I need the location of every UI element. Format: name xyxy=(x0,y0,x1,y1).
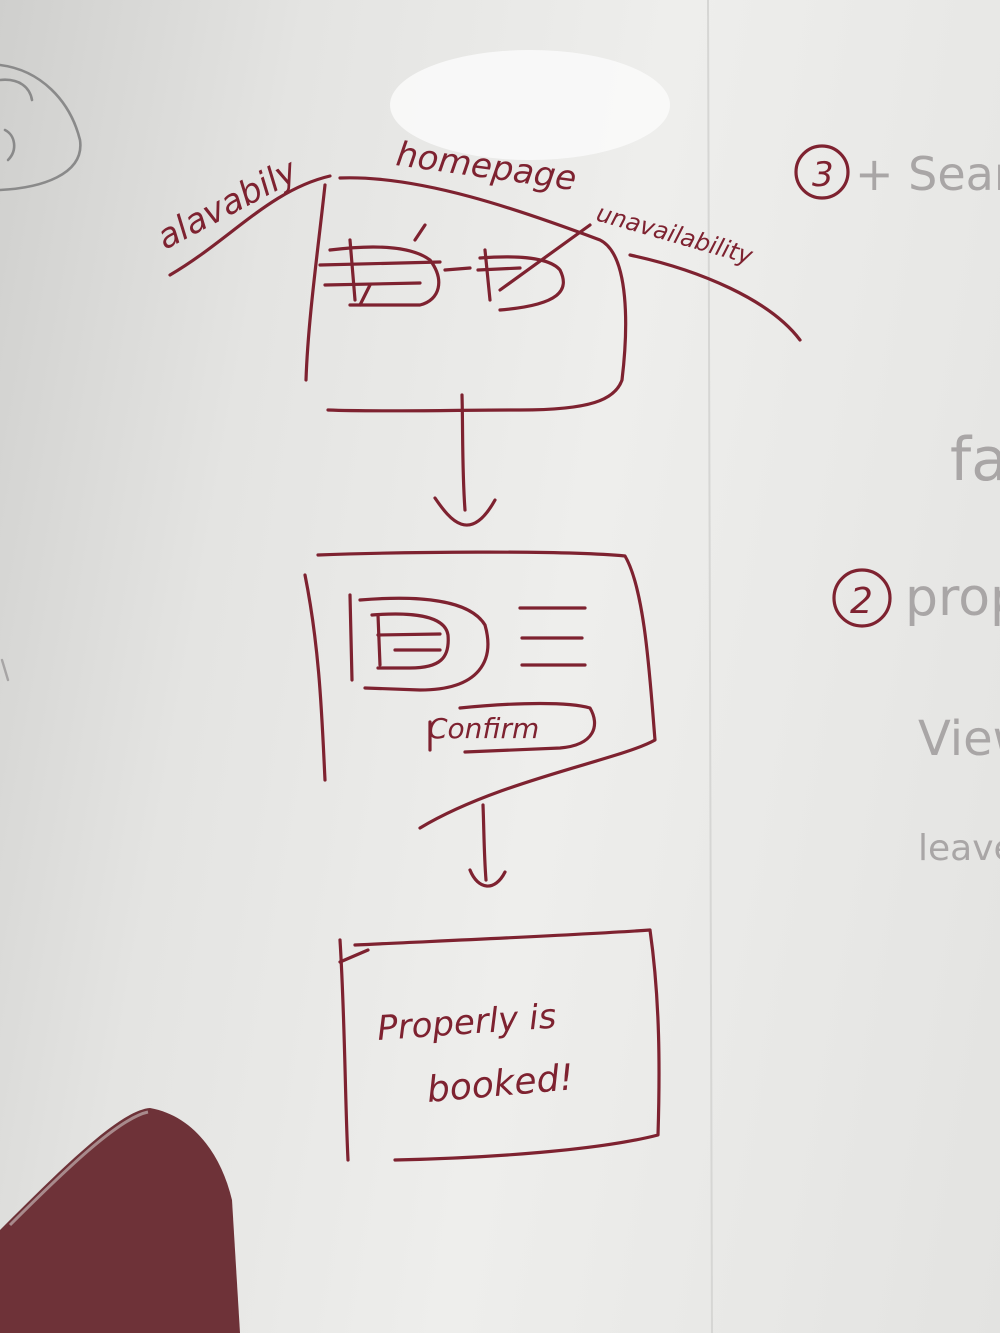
note-2-number: 2 xyxy=(850,581,873,622)
side-notes: 3 + Sear fa 2 prop View leave xyxy=(794,144,1000,869)
note-2-text: prop xyxy=(905,568,1000,628)
note-fa: fa xyxy=(950,425,1000,495)
note-3-number: 3 xyxy=(812,155,834,195)
arrow-details-to-booked xyxy=(468,803,507,888)
note-3-text: + Sear xyxy=(855,147,1000,201)
note-leave: leave xyxy=(918,828,1000,869)
board-seam xyxy=(707,0,713,1333)
left-partial-sketch xyxy=(0,63,82,192)
property-details-box xyxy=(303,550,657,830)
confirm-button-label: Confirm xyxy=(428,712,539,745)
booked-confirmation-box xyxy=(338,928,661,1162)
note-view: View xyxy=(918,711,1000,767)
note-3-circle xyxy=(794,144,850,200)
booked-line-2: booked! xyxy=(425,1057,575,1111)
eraser xyxy=(0,1108,240,1333)
homepage-box xyxy=(168,174,802,413)
booked-line-1: Properly is xyxy=(376,997,558,1049)
glare xyxy=(390,50,670,160)
note-2-circle xyxy=(832,568,892,628)
availability-label: alavabily xyxy=(150,151,304,258)
arrow-homepage-to-details xyxy=(433,393,497,527)
left-mark xyxy=(0,658,10,682)
